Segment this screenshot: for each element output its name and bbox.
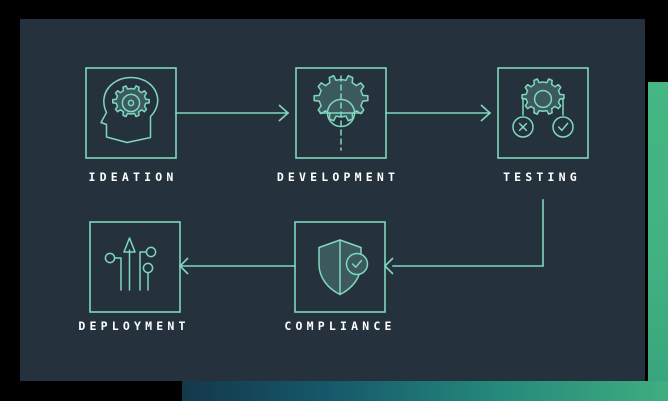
gear-glyph bbox=[112, 85, 150, 118]
node-box-deployment bbox=[89, 221, 181, 313]
node-label-compliance: COMPLIANCE bbox=[284, 319, 396, 333]
rocket-nodes-icon bbox=[104, 237, 157, 291]
gear-pass-fail-icon bbox=[512, 78, 574, 138]
node-box-compliance bbox=[294, 221, 386, 313]
node-ideation[interactable] bbox=[85, 67, 177, 159]
node-testing[interactable] bbox=[497, 67, 589, 159]
node-label-deployment: DEPLOYMENT bbox=[78, 319, 190, 333]
node-deployment[interactable] bbox=[89, 221, 181, 313]
head-gear-icon bbox=[100, 76, 159, 144]
node-box-testing bbox=[497, 67, 589, 159]
node-compliance[interactable] bbox=[294, 221, 386, 313]
connector-development-to-testing bbox=[385, 104, 492, 122]
green-accent-bar bbox=[648, 82, 668, 381]
shield-check-icon bbox=[318, 239, 369, 296]
node-label-ideation: IDEATION bbox=[88, 170, 178, 184]
node-label-testing: TESTING bbox=[503, 170, 581, 184]
gradient-accent-bar bbox=[182, 381, 668, 401]
node-development[interactable] bbox=[295, 67, 387, 159]
connector-compliance-to-deployment bbox=[178, 257, 296, 275]
connector-testing-to-compliance bbox=[383, 199, 544, 275]
node-label-development: DEVELOPMENT bbox=[276, 170, 400, 184]
gear-circle-icon bbox=[313, 74, 369, 151]
connector-ideation-to-development bbox=[175, 104, 290, 122]
